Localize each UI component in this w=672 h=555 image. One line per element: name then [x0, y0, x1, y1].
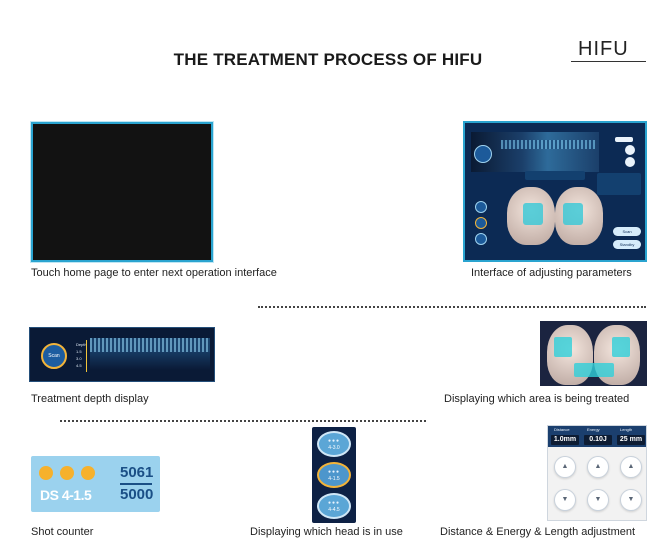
head-icon	[475, 233, 487, 245]
depth-label: Depth	[76, 342, 87, 347]
scan-button: Scan	[613, 227, 641, 236]
length-label: Length	[620, 427, 633, 432]
head-selector-image: ●●● 4-3.0 ●●● 4-1.5 ●●● 4-4.5	[312, 427, 356, 523]
treatment-zone	[574, 363, 614, 377]
length-value: 25 mm	[617, 435, 645, 445]
treated-area-image	[540, 321, 647, 386]
fraction-bar	[120, 483, 152, 485]
ultrasound-scan-strip	[471, 132, 599, 172]
depth-caption: Treatment depth display	[31, 393, 149, 405]
indicator-dot	[81, 466, 95, 480]
depth-marker	[86, 340, 87, 372]
head-label: 4-1.5	[328, 476, 340, 482]
dotted-divider	[258, 306, 646, 308]
treatment-depth-image: Scan Depth 1.5 3.0 4.5	[29, 327, 215, 382]
head-label: 4-4.5	[328, 507, 340, 513]
distance-label: Distance	[554, 427, 570, 432]
counter-caption: Shot counter	[31, 526, 94, 538]
brand-underline	[571, 61, 646, 62]
energy-up-icon: ▲	[587, 456, 609, 478]
distance-up-icon: ▲	[554, 456, 576, 478]
status-readout	[525, 171, 585, 180]
shots-remaining: 5061	[120, 464, 154, 481]
head-dots: ●●●	[327, 438, 341, 444]
indicator-dot	[39, 466, 53, 480]
scan-button: Scan	[41, 343, 67, 369]
head-button-active: ●●● 4-1.5	[317, 462, 351, 488]
area-caption: Displaying which area is being treated	[444, 393, 630, 405]
down-arrow-icon	[625, 157, 635, 167]
params-caption: Interface of adjusting parameters	[471, 267, 632, 279]
head-button: ●●● 4-3.0	[317, 431, 351, 457]
head-label: 4-3.0	[328, 445, 340, 451]
length-up-icon: ▲	[620, 456, 642, 478]
treatment-zone	[563, 203, 583, 225]
energy-down-icon: ▼	[587, 489, 609, 511]
shots-total: 5000	[120, 486, 154, 503]
energy-label: Energy	[587, 427, 600, 432]
head-icon	[475, 217, 487, 229]
shot-counter-image: DS 4-1.5 5061 5000	[31, 456, 160, 512]
distance-down-icon: ▼	[554, 489, 576, 511]
treatment-zone	[523, 203, 543, 225]
tab-block	[615, 137, 633, 142]
adjust-caption: Distance & Energy & Length adjustment	[440, 526, 636, 538]
head-type-label: DS 4-1.5	[40, 487, 92, 503]
depth-tick: 3.0	[76, 356, 82, 361]
energy-value: 0.10J	[584, 435, 612, 445]
home-caption: Touch home page to enter next operation …	[31, 267, 277, 279]
treatment-zone	[612, 337, 630, 357]
heads-caption: Displaying which head is in use	[250, 526, 403, 538]
page-title: THE TREATMENT PROCESS OF HIFU	[173, 50, 483, 69]
ultrasound-scan-body	[90, 352, 210, 370]
up-arrow-icon	[625, 145, 635, 155]
head-button: ●●● 4-4.5	[317, 493, 351, 519]
ultrasound-scan-strip	[90, 338, 210, 352]
brand-logo-text: HIFU	[578, 38, 629, 60]
dotted-divider	[60, 420, 426, 422]
home-screen-image	[31, 122, 213, 262]
head-dots: ●●●	[327, 469, 341, 475]
depth-tick: 4.5	[76, 363, 82, 368]
depth-scale: Depth 1.5 3.0 4.5	[76, 341, 87, 369]
adjustment-header: Distance Energy Length 1.0mm 0.10J 25 mm	[548, 426, 646, 447]
indicator-dot	[60, 466, 74, 480]
scan-circle-icon	[474, 145, 492, 163]
standby-button: Standby	[613, 240, 641, 249]
length-down-icon: ▼	[620, 489, 642, 511]
params-panel	[597, 173, 641, 195]
head-dots: ●●●	[327, 500, 341, 506]
parameter-interface-image: Scan Standby	[463, 121, 647, 262]
depth-tick: 1.5	[76, 349, 82, 354]
distance-value: 1.0mm	[551, 435, 579, 445]
treatment-zone	[554, 337, 572, 357]
head-icon	[475, 201, 487, 213]
adjustment-panel-image: Distance Energy Length 1.0mm 0.10J 25 mm…	[547, 425, 647, 521]
